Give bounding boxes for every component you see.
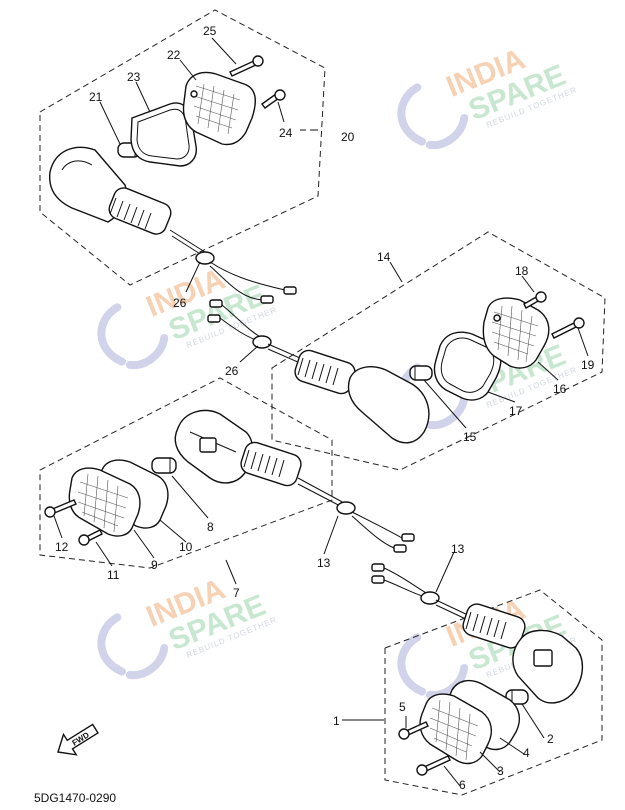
leader-lines bbox=[53, 37, 589, 787]
turn-signal-assembly-20 bbox=[48, 55, 297, 304]
callout-26a: 26 bbox=[173, 296, 187, 310]
callout-22: 22 bbox=[167, 48, 181, 62]
callout-14: 14 bbox=[377, 250, 391, 264]
callout-21: 21 bbox=[89, 90, 103, 104]
callout-17: 17 bbox=[509, 404, 523, 418]
wrench-logo-icon bbox=[397, 633, 469, 700]
lens-grid bbox=[491, 305, 539, 363]
callout-13a: 13 bbox=[317, 556, 331, 570]
turn-signal-assembly-14 bbox=[207, 291, 585, 444]
callout-2: 2 bbox=[547, 732, 554, 746]
lens-grid bbox=[193, 83, 241, 135]
wrench-logo-icon bbox=[397, 83, 469, 150]
fwd-arrow-icon: FWD bbox=[57, 723, 99, 756]
group-outline-14 bbox=[271, 231, 606, 471]
group-outline-20 bbox=[39, 9, 326, 286]
callout-1: 1 bbox=[333, 714, 340, 728]
callout-19: 19 bbox=[581, 358, 595, 372]
callout-24: 24 bbox=[279, 126, 293, 140]
callout-7: 7 bbox=[233, 586, 240, 600]
lens-grid bbox=[77, 473, 129, 533]
callout-13b: 13 bbox=[451, 542, 465, 556]
callout-15: 15 bbox=[463, 430, 477, 444]
callout-25: 25 bbox=[203, 24, 217, 38]
wrench-logo-icon bbox=[97, 303, 169, 370]
turn-signal-assembly-1 bbox=[371, 563, 583, 776]
callout-11: 11 bbox=[107, 568, 120, 582]
callout-26b: 26 bbox=[225, 364, 239, 378]
callout-6: 6 bbox=[459, 778, 466, 792]
callout-10: 10 bbox=[179, 540, 193, 554]
callout-18: 18 bbox=[515, 264, 529, 278]
callout-23: 23 bbox=[127, 70, 141, 84]
turn-signal-assembly-7 bbox=[44, 409, 415, 553]
group-outline-1 bbox=[384, 589, 603, 796]
callout-labels: 1 2 3 4 5 6 7 8 9 10 11 12 13 13 14 15 1… bbox=[55, 24, 595, 792]
callout-12: 12 bbox=[55, 540, 69, 554]
lens-grid bbox=[429, 699, 479, 761]
callout-20: 20 bbox=[341, 130, 355, 144]
callout-4: 4 bbox=[523, 746, 530, 760]
wrench-logo-icon bbox=[97, 613, 169, 680]
group-outline-7 bbox=[39, 377, 333, 569]
part-code: 5DG1470-0290 bbox=[34, 791, 116, 805]
callout-9: 9 bbox=[151, 558, 158, 572]
callout-5: 5 bbox=[399, 700, 406, 714]
callout-16: 16 bbox=[553, 382, 567, 396]
callout-3: 3 bbox=[497, 764, 504, 778]
callout-8: 8 bbox=[207, 520, 214, 534]
